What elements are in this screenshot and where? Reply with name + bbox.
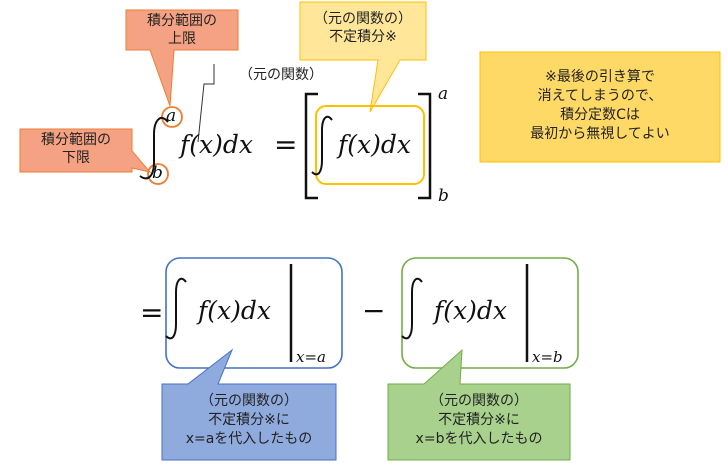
- integrand-left: f(x)dx: [198, 296, 271, 325]
- note-line-3: 積分定数Cは: [560, 107, 640, 123]
- lower-limit-line-1: 積分範囲の: [41, 132, 111, 148]
- left-bottom-line-1: （元の関数の）: [200, 393, 298, 409]
- integrand-bracket: f(x)dx: [338, 130, 411, 159]
- right-bottom-callout: （元の関数の） 不定積分※に x=bを代入したもの: [388, 392, 570, 449]
- integral-sign-right: [401, 277, 423, 340]
- lower-limit-circle: [147, 163, 169, 185]
- upper-limit-symbol: a: [166, 106, 177, 126]
- left-eval-box: [165, 257, 343, 369]
- original-function-leader: [197, 64, 215, 143]
- left-bottom-line-2: 不定積分※に: [208, 412, 290, 428]
- left-bottom-line-3: x=aを代入したもの: [185, 431, 313, 447]
- right-eval-box: [401, 257, 579, 369]
- upper-limit-callout-shape: [125, 9, 239, 107]
- minus-sign: −: [362, 294, 386, 327]
- right-bottom-line-3: x=bを代入したもの: [415, 431, 543, 447]
- note-line-4: 最初から無視してよい: [530, 126, 670, 142]
- bracket-upper-limit: a: [438, 84, 449, 104]
- indef-top-callout-shape: [299, 1, 427, 113]
- right-bottom-line-2: 不定積分※に: [438, 412, 520, 428]
- note-box: ※最後の引き算で 消えてしまうので、 積分定数Cは 最初から無視してよい: [480, 68, 720, 144]
- note-line-2: 消えてしまうので、: [537, 88, 663, 104]
- upper-limit-callout: 積分範囲の 上限: [126, 12, 238, 48]
- indef-top-line-2: 不定積分※: [329, 29, 397, 45]
- right-bottom-callout-shape: [387, 348, 571, 461]
- left-bottom-callout: （元の関数の） 不定積分※に x=aを代入したもの: [162, 392, 336, 449]
- indef-top-line-1: （元の関数の）: [314, 11, 412, 27]
- upper-limit-line-1: 積分範囲の: [147, 13, 217, 29]
- lower-limit-callout-shape: [19, 128, 152, 173]
- sub-b: x=b: [532, 348, 563, 366]
- integral-sign-top: [139, 116, 169, 180]
- lower-limit-line-2: 下限: [62, 150, 90, 166]
- integrand-right: f(x)dx: [434, 296, 507, 325]
- upper-limit-line-2: 上限: [168, 31, 196, 47]
- integral-sign-left: [165, 277, 187, 340]
- indef-integral-box: [315, 105, 425, 185]
- bracket-right: [418, 92, 432, 200]
- indef-top-callout: （元の関数の） 不定積分※: [300, 10, 426, 46]
- bracket-left: [304, 92, 318, 200]
- sub-a: x=a: [296, 348, 326, 366]
- note-line-1: ※最後の引き算で: [545, 69, 655, 85]
- left-bottom-callout-shape: [161, 348, 337, 461]
- equals-top: =: [274, 128, 298, 161]
- integrand-top: f(x)dx: [180, 130, 253, 159]
- note-box-shape: [479, 51, 721, 163]
- lower-limit-callout: 積分範囲の 下限: [20, 131, 132, 167]
- integral-sign-inner: [311, 115, 333, 176]
- right-bottom-line-1: （元の関数の）: [430, 393, 528, 409]
- equals-bottom: =: [140, 296, 164, 329]
- original-function-label: （元の関数）: [239, 67, 323, 83]
- lower-limit-symbol: b: [152, 163, 163, 183]
- bracket-lower-limit: b: [438, 186, 449, 206]
